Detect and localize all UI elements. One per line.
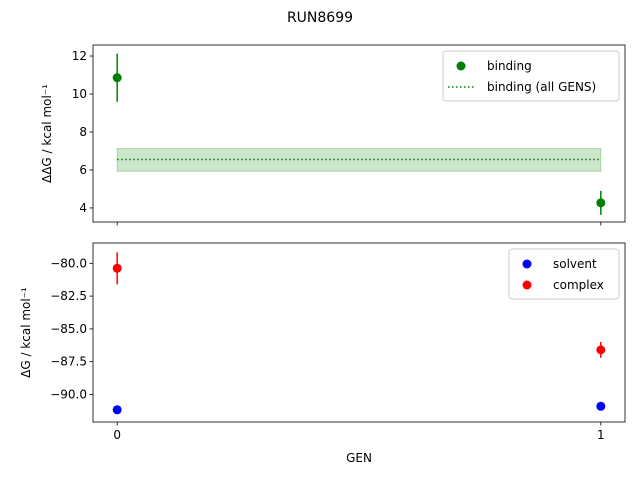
legend: [508, 248, 620, 300]
y-tick-label: 12: [72, 49, 87, 63]
data-point: [112, 73, 122, 83]
x-tick-label: 0: [113, 428, 121, 442]
legend-label: binding: [487, 59, 532, 73]
legend: [442, 50, 620, 102]
y-axis-label: ΔG / kcal mol⁻¹: [19, 287, 33, 378]
legend-marker: [522, 259, 532, 269]
legend-label: solvent: [553, 257, 597, 271]
data-point: [596, 198, 606, 208]
legend-marker: [456, 61, 466, 71]
y-axis-label: ΔΔG / kcal mol⁻¹: [40, 84, 54, 183]
y-tick-label: −82.5: [50, 289, 87, 303]
y-tick-label: 8: [79, 125, 87, 139]
data-point: [112, 405, 122, 415]
axes-frame: [92, 242, 626, 423]
data-point: [112, 263, 122, 273]
axes-frame: [92, 44, 626, 223]
legend-marker: [522, 280, 532, 290]
y-tick-label: −85.0: [50, 322, 87, 336]
x-tick-label: 1: [597, 428, 605, 442]
legend-label: binding (all GENS): [487, 80, 596, 94]
y-tick-label: −80.0: [50, 256, 87, 270]
x-axis-label: GEN: [346, 451, 372, 465]
y-tick-label: 10: [72, 87, 87, 101]
y-tick-label: 4: [79, 201, 87, 215]
y-tick-label: −87.5: [50, 355, 87, 369]
data-point: [596, 345, 606, 355]
chart-title: RUN8699: [287, 10, 353, 26]
legend-label: complex: [553, 278, 604, 292]
y-tick-label: −90.0: [50, 387, 87, 401]
data-point: [596, 401, 606, 411]
y-tick-label: 6: [79, 163, 87, 177]
